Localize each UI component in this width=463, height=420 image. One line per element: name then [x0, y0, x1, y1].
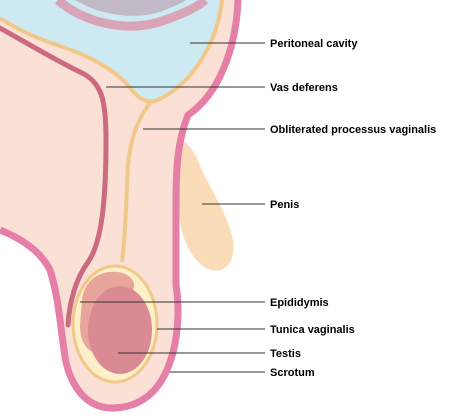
- intestine-inner: [75, 0, 186, 16]
- peritoneal-cavity-region: [0, 0, 222, 102]
- label-penis: Penis: [270, 199, 299, 211]
- label-scrotum: Scrotum: [270, 367, 315, 379]
- processus-vaginalis-cord: [120, 101, 152, 263]
- label-testis: Testis: [270, 348, 301, 360]
- vas-deferens-tube: [0, 25, 109, 328]
- penis-shape: [176, 139, 234, 271]
- label-vas-deferens: Vas deferens: [270, 82, 338, 94]
- leader-lines: [80, 42, 265, 373]
- label-tunica-vaginalis: Tunica vaginalis: [270, 324, 355, 336]
- peritoneum-line: [0, 0, 224, 104]
- label-obliterated-processus-vaginalis: Obliterated processus vaginalis: [270, 124, 436, 136]
- label-peritoneal-cavity: Peritoneal cavity: [270, 38, 358, 50]
- intestine-loop: [54, 0, 209, 31]
- label-epididymis: Epididymis: [270, 297, 329, 309]
- body-wall-outline: [0, 0, 242, 412]
- testis-shape: [88, 286, 152, 374]
